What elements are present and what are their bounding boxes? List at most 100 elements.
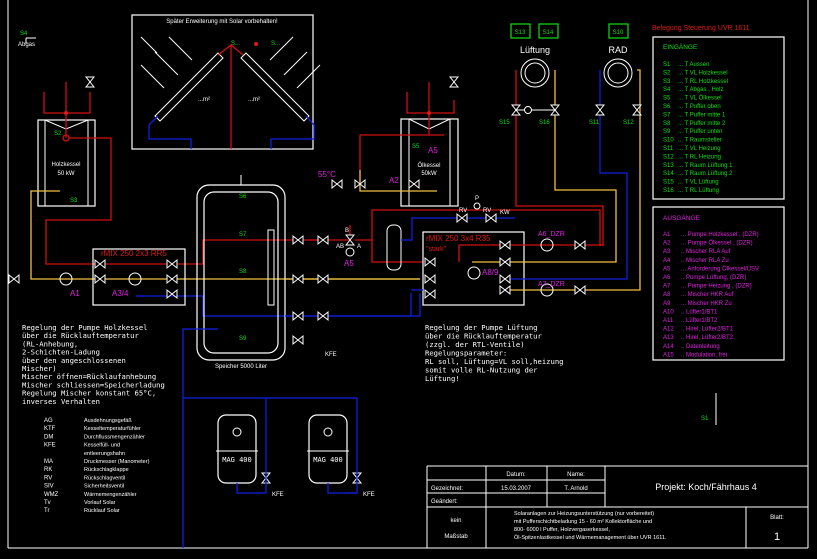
note-line: Regelungsparameter: — [425, 349, 507, 358]
output-desc: ... Anforderung Ölkessel/USV — [681, 265, 759, 272]
temp-55c-label: 55°C — [318, 170, 336, 179]
solar-sensor-right: S... — [271, 41, 280, 47]
legend-desc: Ausdehnungsgefäß — [84, 418, 132, 424]
output-code: A8 — [663, 292, 671, 298]
valve-icon — [317, 273, 329, 285]
sensor-s11: S11 — [589, 120, 600, 126]
input-desc: ... T VL Heizung — [678, 146, 721, 152]
solar-collector-left — [154, 52, 224, 122]
project-title: Projekt: Koch/Fährhaus 4 — [655, 482, 757, 492]
sensor-s3: S3 — [70, 198, 78, 204]
input-code: S16 — [663, 188, 674, 194]
valve-icon — [424, 256, 436, 268]
holzkessel-label: Holzkessel — [51, 162, 80, 168]
rad-label: RAD — [608, 45, 628, 55]
output-a7: A7_DZR — [538, 281, 565, 288]
output-code: A5 — [663, 266, 671, 272]
input-code: S10 — [663, 138, 674, 144]
sensor-s12: S12 — [623, 120, 634, 126]
input-desc: ... T Aussen — [678, 62, 709, 68]
input-code: S11 — [663, 146, 674, 152]
sensor-s14: S14 — [543, 30, 554, 36]
output-code: A4 — [663, 258, 671, 264]
note-line: Regelung der Pumpe Holzkessel — [22, 323, 148, 332]
kfe-mag-1: KFE — [272, 492, 284, 498]
input-desc: ... T Raumsteller — [678, 138, 722, 144]
inputs-heading: EINGÄNGE — [663, 43, 698, 51]
output-desc: .. Lüfter1/BT2 — [681, 318, 718, 324]
note-line: über die Rücklauftemperatur — [425, 332, 543, 341]
input-desc: ... T VL Lüftung — [678, 180, 719, 186]
lueftung-register-icon — [520, 58, 550, 88]
input-code: S2 — [663, 70, 671, 76]
name-header: Name: — [567, 472, 585, 478]
valve-icon — [166, 258, 178, 270]
output-code: A1 — [663, 232, 671, 238]
output-code: A11 — [663, 318, 674, 324]
legend-desc: Rücklauf Solar — [84, 508, 120, 514]
valve-icon — [317, 310, 329, 322]
note-line: (zzgl. der RTL-Ventile) — [425, 340, 525, 349]
sensor-s16: S16 — [539, 120, 550, 126]
outputs-heading: AUSGÄNGE — [663, 214, 701, 222]
valve-icon — [84, 76, 96, 88]
solar-collector-right — [240, 52, 310, 122]
input-code: S9 — [663, 129, 671, 135]
valve-icon — [574, 239, 586, 251]
note-line: Mischer schliessen=Speicherladung — [22, 380, 165, 389]
solar-area-left: ...m² — [198, 97, 210, 103]
legend-desc: Rückschlagventil — [84, 475, 125, 481]
date-header: Datum: — [506, 472, 526, 478]
output-desc: .. Datenleitung — [681, 344, 720, 350]
note-line: Regelung der Pumpe Lüftung — [425, 323, 538, 332]
sensor-s9: S9 — [239, 336, 247, 342]
changed-label: Geändert: — [431, 499, 458, 505]
sensor-s8: S8 — [239, 269, 247, 275]
valve-icon — [499, 239, 511, 251]
mixer-right-note: "stark" — [426, 246, 447, 253]
sensor-s5: S5 — [412, 144, 420, 150]
valve-icon — [94, 258, 106, 270]
valve-icon — [166, 288, 178, 300]
legend-code: Tr — [44, 508, 49, 514]
note-line: Mischer) — [22, 364, 57, 373]
description-4: Öl-Spitzenlastkessel und Wärmemanagement… — [514, 534, 667, 541]
solar-title: Später Erweiterung mit Solar vorbehalten… — [166, 19, 278, 25]
legend-desc: Druckmesser (Manometer) — [84, 459, 150, 465]
solar-section: Später Erweiterung mit Solar vorbehalten… — [131, 14, 321, 150]
note-line: über die Rücklauftemperatur — [22, 331, 140, 340]
input-code: S12 — [663, 154, 674, 160]
note-line: RL soll, Lüftung=VL soll,heizung — [425, 357, 563, 366]
output-code: A7 — [663, 284, 671, 290]
output-desc: .. Hirel, Lüfter2/BT2 — [681, 335, 734, 341]
note-line: Regelung Mischer konstant 65°C, — [22, 389, 156, 398]
output-code: A10 — [663, 309, 674, 315]
control-header: Belegung Steuerung UVR 1611 — [652, 25, 750, 32]
valve-icon — [344, 234, 356, 246]
note-line: (RL-Anhebung, — [22, 339, 78, 348]
valve-icon — [448, 76, 460, 88]
legend-code: RV — [44, 475, 52, 481]
input-code: S14 — [663, 171, 674, 177]
valve-icon — [631, 104, 643, 116]
sensor-s10: S10 — [613, 30, 624, 36]
legend-code: SIV — [44, 484, 54, 490]
output-code: A13 — [663, 335, 674, 341]
output-code: A2 — [663, 241, 671, 247]
valve-group — [8, 76, 643, 484]
output-desc: ... Pumpe Heizung , (DZR) — [681, 284, 752, 290]
output-desc: .. Mischer RLA Zu — [681, 258, 729, 264]
mag-2: MAG 400 — [307, 414, 349, 484]
legend-code: DM — [44, 434, 53, 440]
legend-desc: Kesselfüll- und — [84, 443, 120, 449]
output-a6: A6_DZR — [538, 231, 565, 238]
input-desc: ... T Puffer unten — [678, 129, 722, 135]
port-b: B — [345, 228, 349, 234]
rv-right: RV — [483, 208, 491, 214]
input-desc: ... T VL Holzkessel — [678, 70, 728, 76]
output-desc: ... Pumpe Ölkessel , (DZR) — [681, 240, 753, 247]
